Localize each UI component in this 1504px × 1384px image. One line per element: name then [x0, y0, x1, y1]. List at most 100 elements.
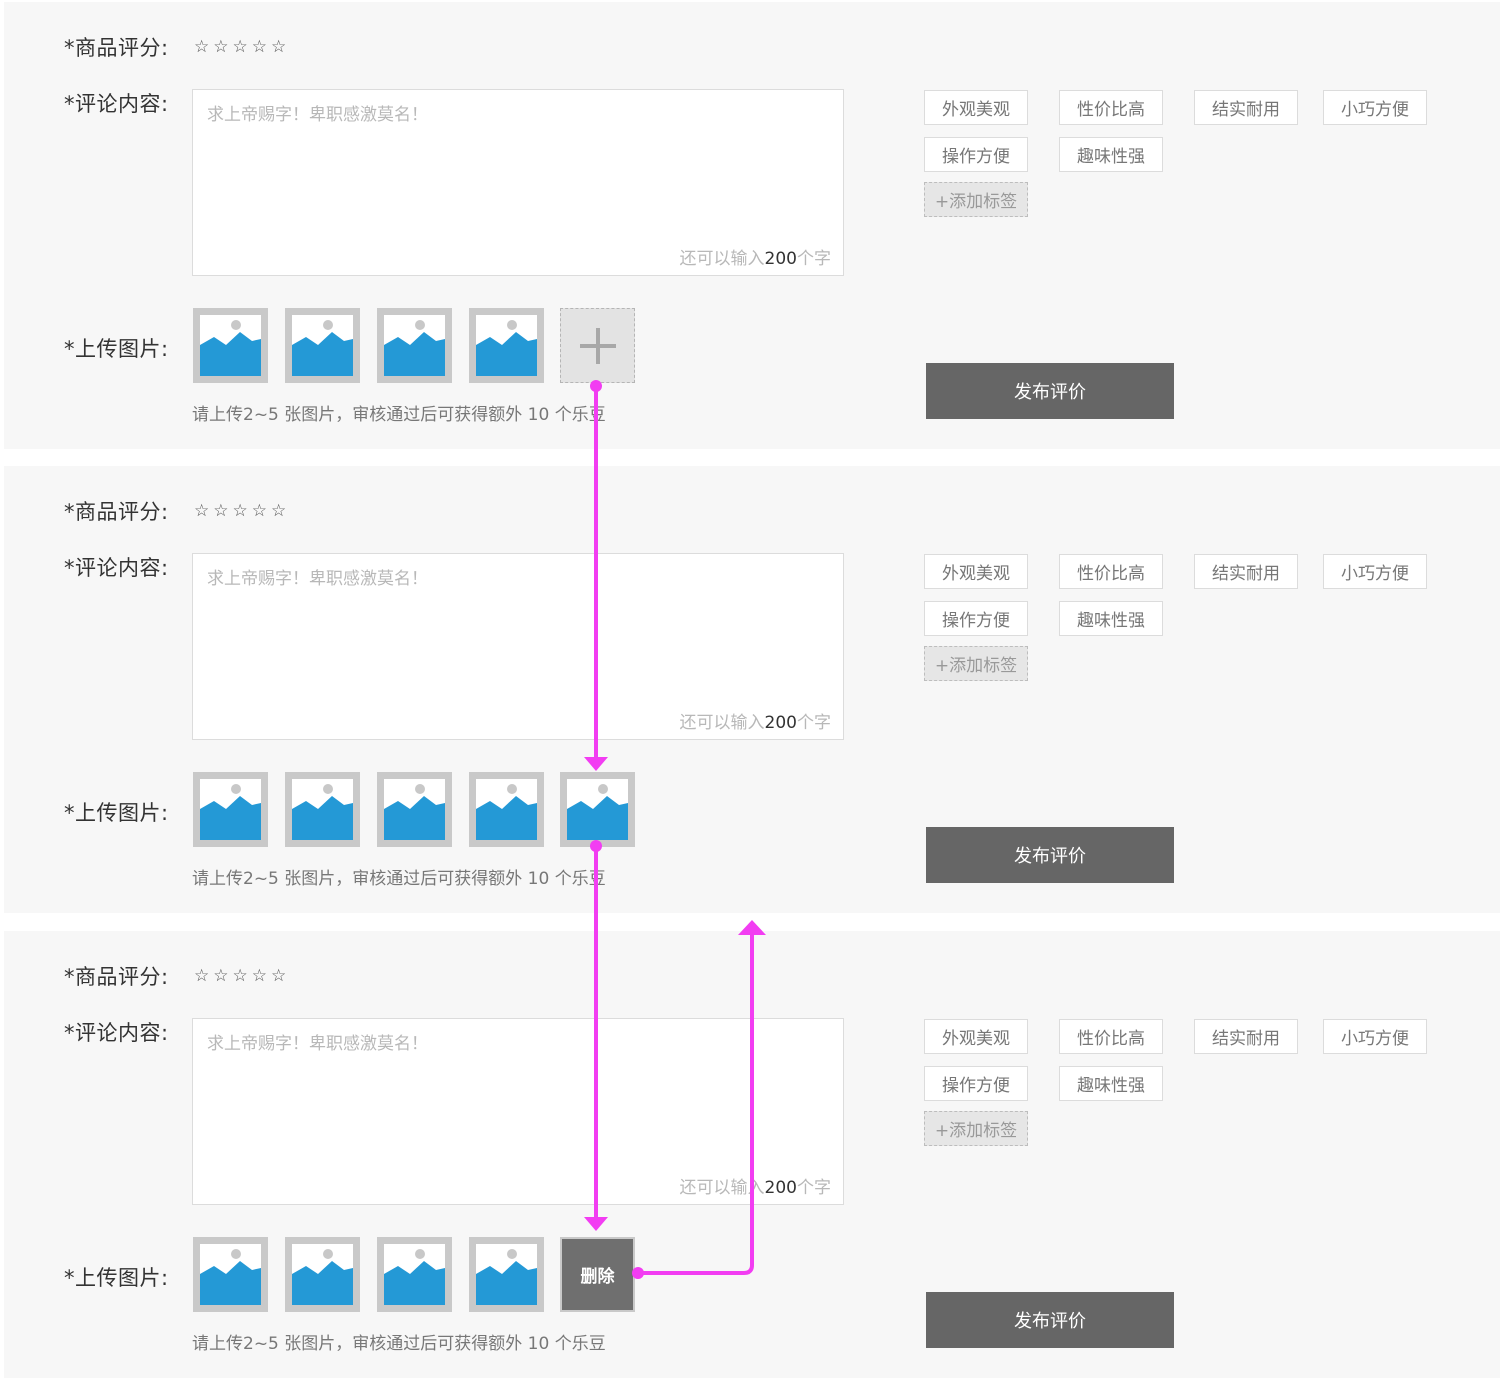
- uploaded-image-thumb[interactable]: [193, 1237, 268, 1312]
- tag-button[interactable]: 操作方便: [924, 137, 1028, 172]
- tag-button[interactable]: 趣味性强: [1059, 137, 1163, 172]
- comment-placeholder: 求上帝赐字！卑职感激莫名！: [207, 569, 428, 589]
- tag-button[interactable]: 结实耐用: [1194, 90, 1298, 125]
- upload-label: *上传图片:: [64, 337, 169, 361]
- tag-button[interactable]: 小巧方便: [1323, 90, 1427, 125]
- upload-hint: 请上传2~5 张图片，审核通过后可获得额外 10 个乐豆: [192, 1334, 606, 1354]
- star-icon[interactable]: ☆: [271, 500, 287, 521]
- comment-textarea[interactable]: 求上帝赐字！卑职感激莫名！ 还可以输入200个字: [192, 553, 844, 740]
- rating-label: *商品评分:: [64, 965, 169, 989]
- star-icon[interactable]: ☆: [251, 965, 267, 986]
- star-icon[interactable]: ☆: [271, 965, 287, 986]
- star-icon[interactable]: ☆: [194, 965, 210, 986]
- comment-textarea[interactable]: 求上帝赐字！卑职感激莫名！ 还可以输入200个字: [192, 89, 844, 276]
- counter-prefix: 还可以输入: [679, 713, 765, 733]
- uploaded-image-thumb[interactable]: [193, 308, 268, 383]
- delete-image-button[interactable]: 删除: [560, 1237, 635, 1312]
- star-icon[interactable]: ☆: [271, 36, 287, 57]
- image-icon: [384, 320, 445, 376]
- image-icon: [476, 320, 537, 376]
- tag-button[interactable]: 外观美观: [924, 554, 1028, 589]
- uploaded-image-thumb[interactable]: [193, 772, 268, 847]
- image-icon: [292, 320, 353, 376]
- uploaded-image-thumb[interactable]: [285, 308, 360, 383]
- upload-hint: 请上传2~5 张图片，审核通过后可获得额外 10 个乐豆: [192, 869, 606, 889]
- char-counter: 还可以输入200个字: [680, 708, 831, 733]
- add-tag-button[interactable]: +添加标签: [924, 646, 1028, 681]
- uploaded-image-thumb[interactable]: [285, 1237, 360, 1312]
- uploaded-image-thumb[interactable]: [469, 1237, 544, 1312]
- tag-button[interactable]: 小巧方便: [1323, 1019, 1427, 1054]
- char-counter: 还可以输入200个字: [680, 1173, 831, 1198]
- image-icon: [292, 784, 353, 840]
- tag-button[interactable]: 操作方便: [924, 601, 1028, 636]
- add-tag-button[interactable]: +添加标签: [924, 1111, 1028, 1146]
- uploaded-image-thumb[interactable]: [469, 308, 544, 383]
- comment-textarea[interactable]: 求上帝赐字！卑职感激莫名！ 还可以输入200个字: [192, 1018, 844, 1205]
- tag-button[interactable]: 外观美观: [924, 90, 1028, 125]
- image-icon: [292, 1249, 353, 1305]
- plus-icon: [579, 327, 616, 364]
- star-icon[interactable]: ☆: [194, 36, 210, 57]
- tag-button[interactable]: 结实耐用: [1194, 1019, 1298, 1054]
- comment-placeholder: 求上帝赐字！卑职感激莫名！: [207, 1034, 428, 1054]
- image-icon: [384, 1249, 445, 1305]
- uploaded-image-thumb[interactable]: [377, 308, 452, 383]
- uploaded-image-thumb[interactable]: [560, 772, 635, 847]
- rating-label: *商品评分:: [64, 36, 169, 60]
- counter-prefix: 还可以输入: [679, 1178, 765, 1198]
- upload-label: *上传图片:: [64, 801, 169, 825]
- tag-button[interactable]: 结实耐用: [1194, 554, 1298, 589]
- comment-placeholder: 求上帝赐字！卑职感激莫名！: [207, 105, 428, 125]
- submit-review-button[interactable]: 发布评价: [926, 827, 1174, 883]
- upload-hint: 请上传2~5 张图片，审核通过后可获得额外 10 个乐豆: [192, 405, 606, 425]
- image-icon: [384, 784, 445, 840]
- star-icon[interactable]: ☆: [232, 500, 248, 521]
- star-rating[interactable]: ☆☆☆☆☆: [194, 32, 286, 62]
- star-rating[interactable]: ☆☆☆☆☆: [194, 496, 286, 526]
- uploaded-image-thumb[interactable]: [377, 772, 452, 847]
- counter-suffix: 个字: [797, 1178, 831, 1198]
- rating-label: *商品评分:: [64, 500, 169, 524]
- star-icon[interactable]: ☆: [213, 500, 229, 521]
- image-icon: [200, 784, 261, 840]
- image-icon: [200, 1249, 261, 1305]
- tag-button[interactable]: 趣味性强: [1059, 601, 1163, 636]
- star-icon[interactable]: ☆: [213, 965, 229, 986]
- tag-button[interactable]: 性价比高: [1059, 1019, 1163, 1054]
- star-icon[interactable]: ☆: [232, 36, 248, 57]
- star-icon[interactable]: ☆: [213, 36, 229, 57]
- image-icon: [476, 784, 537, 840]
- uploaded-image-thumb[interactable]: [377, 1237, 452, 1312]
- tag-button[interactable]: 操作方便: [924, 1066, 1028, 1101]
- content-label: *评论内容:: [64, 92, 169, 116]
- tag-button[interactable]: 外观美观: [924, 1019, 1028, 1054]
- uploaded-image-thumb[interactable]: [469, 772, 544, 847]
- review-panel-2: *商品评分:☆☆☆☆☆*评论内容:求上帝赐字！卑职感激莫名！还可以输入200个字…: [4, 466, 1500, 913]
- counter-number: 200: [764, 249, 797, 269]
- counter-prefix: 还可以输入: [679, 249, 765, 269]
- counter-suffix: 个字: [797, 249, 831, 269]
- star-icon[interactable]: ☆: [251, 500, 267, 521]
- image-icon: [567, 784, 628, 840]
- add-image-button[interactable]: [560, 308, 635, 383]
- tag-button[interactable]: 性价比高: [1059, 90, 1163, 125]
- tag-button[interactable]: 性价比高: [1059, 554, 1163, 589]
- image-icon: [200, 320, 261, 376]
- star-icon[interactable]: ☆: [251, 36, 267, 57]
- content-label: *评论内容:: [64, 1021, 169, 1045]
- submit-review-button[interactable]: 发布评价: [926, 1292, 1174, 1348]
- tag-button[interactable]: 趣味性强: [1059, 1066, 1163, 1101]
- star-icon[interactable]: ☆: [194, 500, 210, 521]
- star-rating[interactable]: ☆☆☆☆☆: [194, 961, 286, 991]
- upload-label: *上传图片:: [64, 1266, 169, 1290]
- star-icon[interactable]: ☆: [232, 965, 248, 986]
- counter-number: 200: [764, 713, 797, 733]
- uploaded-image-thumb[interactable]: [285, 772, 360, 847]
- tag-button[interactable]: 小巧方便: [1323, 554, 1427, 589]
- review-panel-3: *商品评分:☆☆☆☆☆*评论内容:求上帝赐字！卑职感激莫名！还可以输入200个字…: [4, 931, 1500, 1378]
- counter-suffix: 个字: [797, 713, 831, 733]
- add-tag-button[interactable]: +添加标签: [924, 182, 1028, 217]
- submit-review-button[interactable]: 发布评价: [926, 363, 1174, 419]
- counter-number: 200: [764, 1178, 797, 1198]
